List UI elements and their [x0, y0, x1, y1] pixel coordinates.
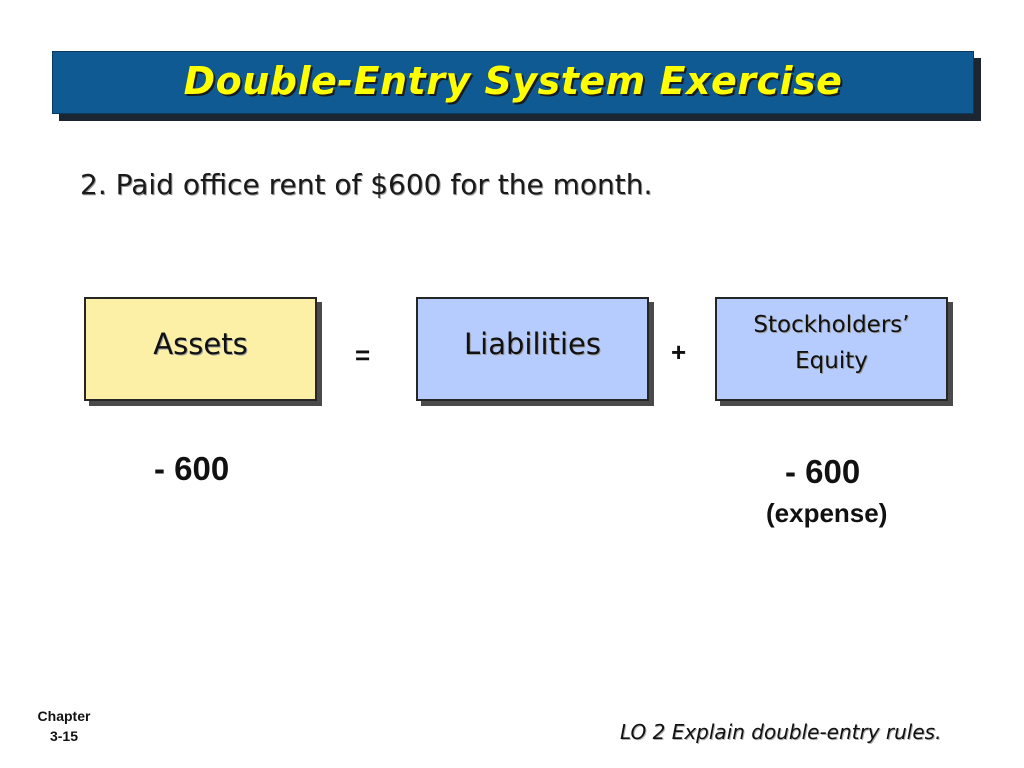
chapter-footer: Chapter 3-15 [28, 706, 100, 746]
plus-sign: + [671, 337, 687, 367]
equity-change-value: - 600 [785, 453, 861, 490]
stockholders-equity-box: Stockholders’ Equity [715, 297, 948, 401]
assets-box: Assets [84, 297, 317, 401]
liabilities-box: Liabilities [416, 297, 649, 401]
page-number: 3-15 [49, 728, 79, 744]
equity-change-note: (expense) [766, 498, 888, 528]
transaction-question: 2. Paid office rent of $600 for the mont… [80, 168, 653, 201]
equals-sign: = [355, 340, 371, 370]
learning-objective: LO 2 Explain double-entry rules. [620, 720, 942, 744]
assets-change-value: - 600 [154, 450, 230, 487]
equity-label-line1: Stockholders’ [753, 312, 910, 338]
title-banner: Double-Entry System Exercise [52, 51, 974, 114]
slide-title: Double-Entry System Exercise [183, 59, 843, 103]
liabilities-label: Liabilities [464, 327, 601, 361]
chapter-label: Chapter [37, 708, 91, 724]
equity-label-line2: Equity [795, 348, 868, 374]
assets-label: Assets [153, 327, 248, 361]
